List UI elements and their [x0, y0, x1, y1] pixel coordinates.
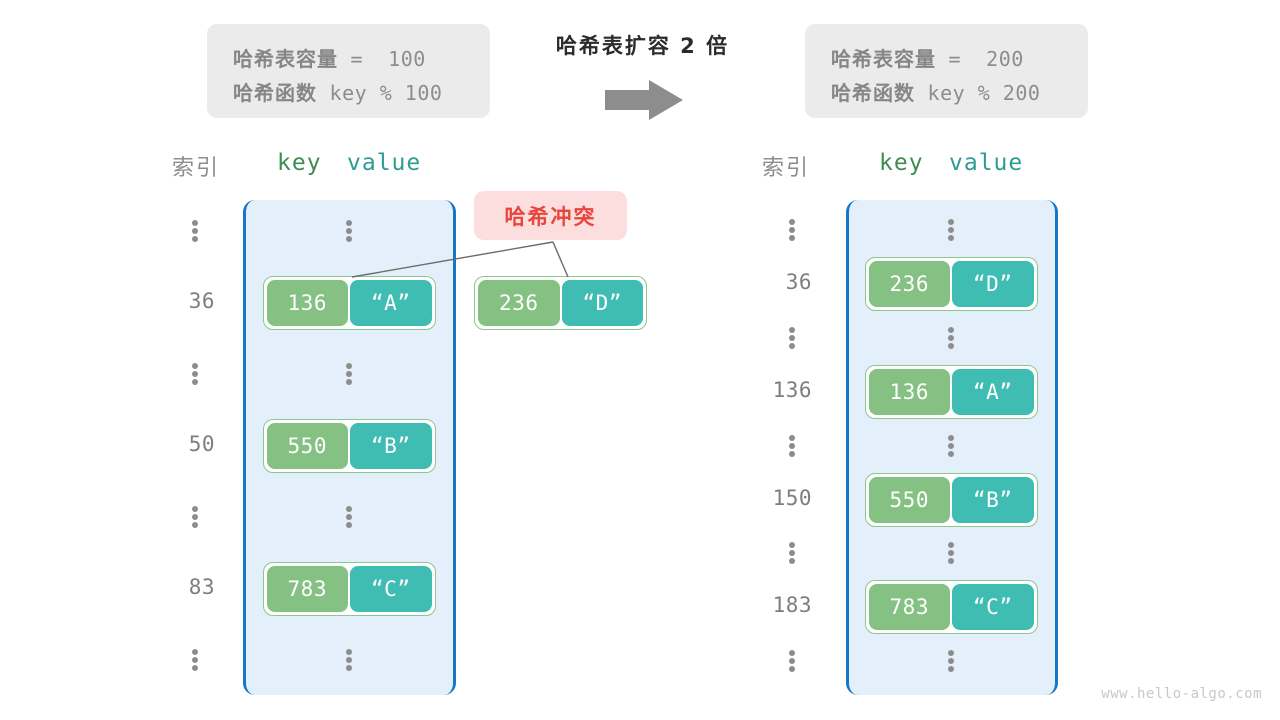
left-value-header: value	[347, 150, 422, 176]
info-box-before: 哈希表容量 = 100 哈希函数 key % 100	[207, 24, 490, 118]
key-value-pair[interactable]: 236“D”	[864, 256, 1038, 311]
function-line-before: 哈希函数 key % 100	[233, 76, 464, 110]
pair-value: “C”	[350, 565, 432, 612]
slot-ellipsis-icon	[948, 650, 954, 673]
index-ellipsis-icon	[789, 219, 795, 241]
slot-ellipsis-icon	[948, 542, 954, 565]
slot-ellipsis-icon	[948, 219, 954, 241]
info-box-after: 哈希表容量 = 200 哈希函数 key % 200	[805, 24, 1088, 118]
slot-ellipsis-icon	[948, 326, 954, 349]
pair-key: 136	[266, 279, 348, 326]
right-index-header: 索引	[762, 156, 811, 181]
capacity-label-before: 哈希表容量	[233, 47, 338, 71]
pair-value: “C”	[952, 584, 1034, 631]
right-arrow-icon	[605, 80, 683, 120]
left-index-header: 索引	[172, 156, 221, 181]
pair-key: 783	[868, 584, 950, 631]
index-label: 136	[772, 377, 812, 402]
index-label: 83	[188, 574, 215, 599]
pair-key: 136	[868, 368, 950, 415]
key-value-pair[interactable]: 550“B”	[864, 472, 1038, 527]
index-ellipsis-icon	[789, 542, 795, 565]
pair-key: 236	[868, 260, 950, 307]
right-key-header: key	[879, 150, 924, 176]
key-value-pair[interactable]: 783“C”	[864, 580, 1038, 635]
pair-value: “B”	[350, 422, 432, 469]
key-value-pair[interactable]: 136“A”	[262, 275, 436, 330]
index-label: 36	[785, 269, 812, 294]
expand-title: 哈希表扩容 2 倍	[555, 34, 730, 58]
function-label-before: 哈希函数	[233, 81, 317, 105]
pair-key: 550	[868, 476, 950, 523]
collision-badge: 哈希冲突	[474, 191, 627, 240]
pair-key: 783	[266, 565, 348, 612]
key-value-pair[interactable]: 136“A”	[864, 364, 1038, 419]
index-label: 36	[188, 288, 215, 313]
function-label-after: 哈希函数	[831, 81, 915, 105]
overflow-pair-key: 236	[478, 280, 560, 326]
pair-value: “D”	[952, 260, 1034, 307]
capacity-label-after: 哈希表容量	[831, 47, 936, 71]
function-value-before: key % 100	[317, 81, 443, 105]
index-ellipsis-icon	[789, 326, 795, 349]
key-value-pair[interactable]: 550“B”	[262, 418, 436, 473]
pair-value: “A”	[350, 279, 432, 326]
overflow-pair[interactable]: 236 “D”	[474, 276, 647, 330]
right-value-header: value	[949, 150, 1024, 176]
overflow-pair-value: “D”	[561, 280, 643, 326]
index-ellipsis-icon	[192, 220, 198, 242]
slot-ellipsis-icon	[948, 434, 954, 457]
pair-value: “B”	[952, 476, 1034, 523]
slot-ellipsis-icon	[346, 220, 352, 242]
index-ellipsis-icon	[789, 434, 795, 457]
key-value-pair[interactable]: 783“C”	[262, 561, 436, 616]
index-ellipsis-icon	[192, 506, 198, 528]
left-key-header: key	[277, 150, 322, 176]
slot-ellipsis-icon	[346, 649, 352, 671]
watermark: www.hello-algo.com	[1101, 686, 1262, 702]
index-ellipsis-icon	[789, 650, 795, 673]
capacity-value-after: = 200	[936, 47, 1024, 71]
slot-ellipsis-icon	[346, 363, 352, 385]
pair-key: 550	[266, 422, 348, 469]
function-value-after: key % 200	[915, 81, 1041, 105]
pair-value: “A”	[952, 368, 1034, 415]
index-ellipsis-icon	[192, 363, 198, 385]
capacity-line-before: 哈希表容量 = 100	[233, 42, 464, 76]
capacity-line-after: 哈希表容量 = 200	[831, 42, 1062, 76]
index-label: 50	[188, 431, 215, 456]
index-label: 150	[772, 485, 812, 510]
index-label: 183	[772, 593, 812, 618]
function-line-after: 哈希函数 key % 200	[831, 76, 1062, 110]
slot-ellipsis-icon	[346, 506, 352, 528]
capacity-value-before: = 100	[338, 47, 426, 71]
index-ellipsis-icon	[192, 649, 198, 671]
